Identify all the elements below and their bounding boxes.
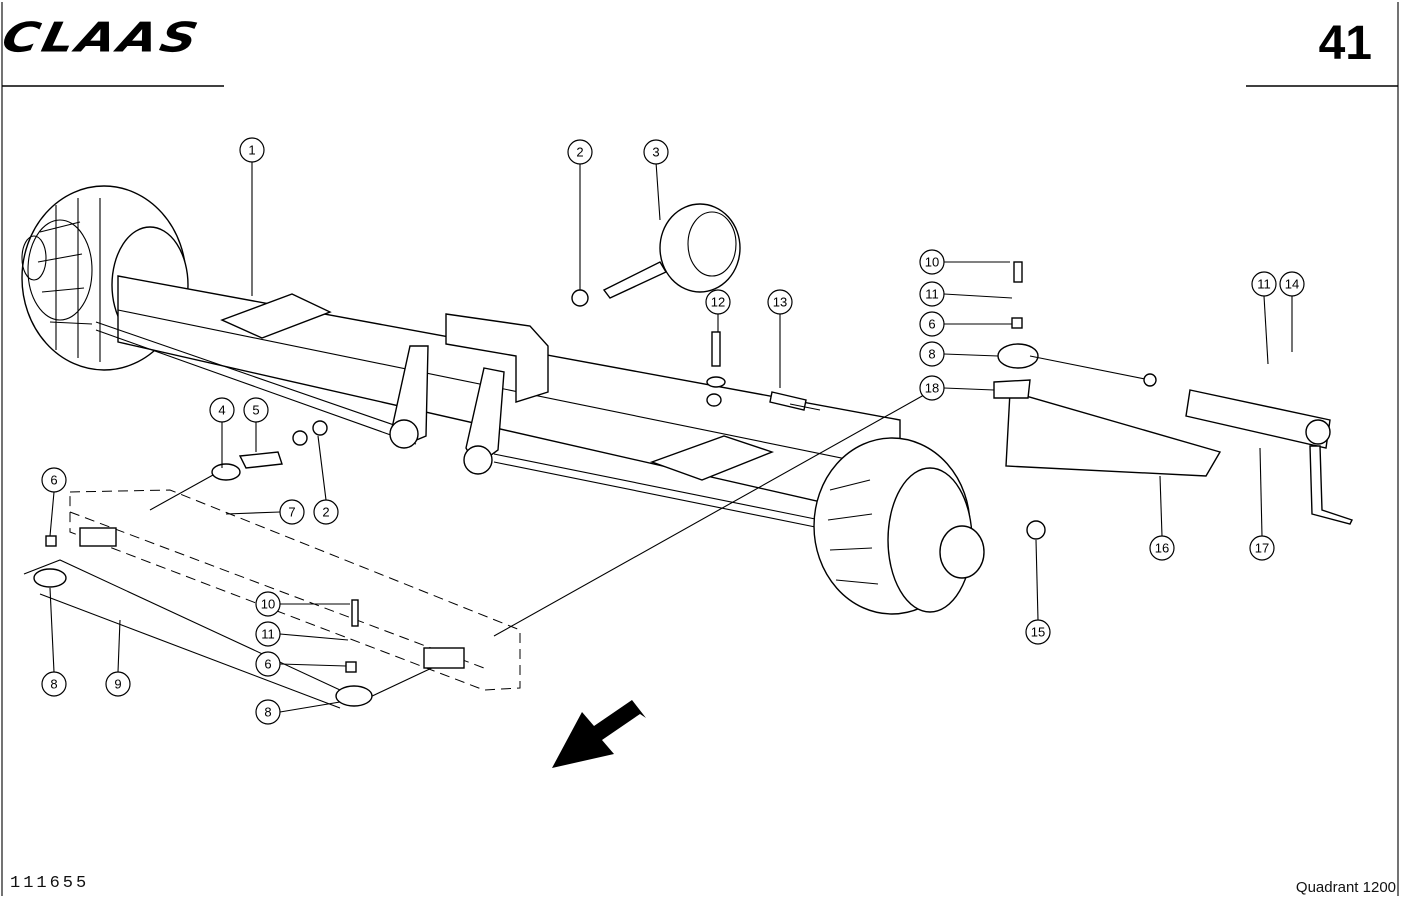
svg-text:11: 11 (925, 287, 939, 302)
callout: 10 (255, 591, 281, 617)
svg-text:8: 8 (50, 677, 57, 692)
svg-text:9: 9 (114, 677, 121, 692)
svg-text:11: 11 (261, 627, 275, 642)
callout: 5 (243, 397, 269, 423)
lower-frame (23, 385, 941, 709)
svg-text:2: 2 (322, 505, 329, 520)
svg-text:4: 4 (218, 403, 225, 418)
svg-text:16: 16 (1155, 541, 1169, 556)
mounting-pad-right (649, 435, 775, 481)
support-bracket (993, 343, 1222, 477)
callout: 6 (255, 651, 281, 677)
svg-text:14: 14 (1285, 277, 1299, 292)
rubber-mount-center (335, 685, 373, 707)
right-wheel-hub (813, 437, 1046, 615)
callout: 2 (313, 499, 339, 525)
mounting-pad-left (220, 293, 332, 339)
callout: 8 (41, 671, 67, 697)
callout: 4 (209, 397, 235, 423)
callout: 9 (105, 671, 131, 697)
svg-text:8: 8 (264, 705, 271, 720)
svg-text:6: 6 (928, 317, 935, 332)
callout: 11 (255, 621, 281, 647)
jack-coupling (1185, 389, 1353, 525)
brake-cylinder (571, 203, 741, 307)
callout: 16 (1149, 535, 1175, 561)
callout: 7 (279, 499, 305, 525)
callout: 11 (1251, 271, 1277, 297)
callout: 1 (239, 137, 265, 163)
svg-text:8: 8 (928, 347, 935, 362)
svg-text:13: 13 (773, 295, 787, 310)
svg-text:5: 5 (252, 403, 259, 418)
callout: 12 (705, 289, 731, 315)
svg-text:6: 6 (50, 473, 57, 488)
svg-text:11: 11 (1257, 277, 1271, 292)
svg-text:12: 12 (711, 295, 725, 310)
svg-text:18: 18 (925, 381, 939, 396)
model-name: Quadrant 1200 (1295, 879, 1396, 896)
callout: 15 (1025, 619, 1051, 645)
callout: 3 (643, 139, 669, 165)
svg-text:6: 6 (264, 657, 271, 672)
fasteners (45, 261, 1023, 673)
callout: 10 (919, 249, 945, 275)
page-number: 41 (1318, 17, 1372, 70)
leader-lines (49, 161, 1293, 713)
callout: 8 (919, 341, 945, 367)
callout: 11 (919, 281, 945, 307)
callout: 14 (1279, 271, 1305, 297)
svg-text:15: 15 (1031, 625, 1045, 640)
direction-arrow (552, 700, 646, 768)
rubber-mount-left (33, 568, 67, 588)
callout: 13 (767, 289, 793, 315)
callout: 8 (255, 699, 281, 725)
svg-text:10: 10 (261, 597, 275, 612)
drawing-number: 111655 (10, 874, 90, 893)
svg-text:1: 1 (248, 143, 255, 158)
svg-text:2: 2 (576, 145, 583, 160)
svg-text:7: 7 (288, 505, 295, 520)
svg-text:3: 3 (652, 145, 659, 160)
callout: 2 (567, 139, 593, 165)
svg-text:10: 10 (925, 255, 939, 270)
svg-text:17: 17 (1255, 541, 1269, 556)
brake-bracket (389, 313, 549, 475)
callout: 6 (41, 467, 67, 493)
callout: 18 (919, 375, 945, 401)
callout: 17 (1249, 535, 1275, 561)
callout: 6 (919, 311, 945, 337)
